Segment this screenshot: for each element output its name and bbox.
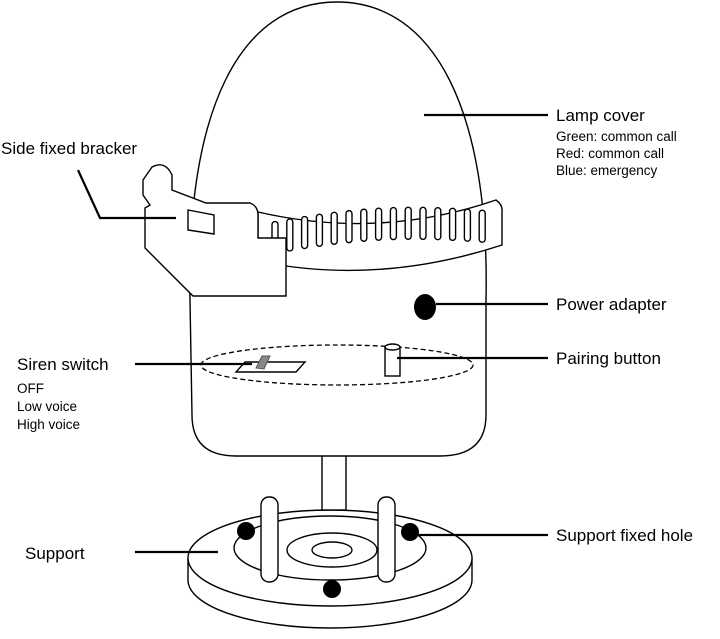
strap-slot (389, 206, 398, 241)
support-base (187, 496, 473, 629)
stem (321, 447, 347, 511)
strap-slot (448, 207, 457, 242)
strap-slot (330, 211, 338, 246)
strap-slot (286, 218, 294, 252)
strap-slot (463, 208, 472, 242)
strap-slot (374, 207, 383, 241)
strap-slot (300, 215, 309, 250)
strap-slot (478, 209, 486, 243)
support-hole-front (323, 580, 341, 598)
siren-mode-off: OFF (17, 381, 44, 396)
lamp-note-red: Red: common call (556, 146, 664, 161)
label-support-hole: Support fixed hole (556, 526, 693, 545)
support-hole-left (237, 522, 255, 540)
lamp-note-blue: Blue: emergency (556, 163, 658, 178)
label-power-adapter: Power adapter (556, 295, 667, 314)
strap-slot (345, 209, 353, 244)
lamp-note-green: Green: common call (556, 129, 677, 144)
power-adapter-port (414, 294, 436, 320)
support-hole-right (401, 523, 419, 541)
strap-slot (404, 206, 412, 240)
label-lamp-cover: Lamp cover (556, 106, 645, 125)
pairing-button[interactable] (384, 343, 401, 377)
strap-slot (419, 206, 427, 241)
label-pairing-button: Pairing button (556, 349, 661, 368)
siren-mode-low: Low voice (17, 399, 77, 414)
strap-slot (360, 208, 368, 242)
label-support: Support (25, 544, 85, 563)
label-side-bracket: Side fixed bracker (1, 139, 137, 158)
siren-switch[interactable] (234, 361, 307, 373)
strap-slot (434, 206, 442, 241)
siren-mode-high: High voice (17, 417, 80, 432)
label-siren-switch: Siren switch (17, 355, 109, 374)
strap-slot (315, 213, 324, 247)
